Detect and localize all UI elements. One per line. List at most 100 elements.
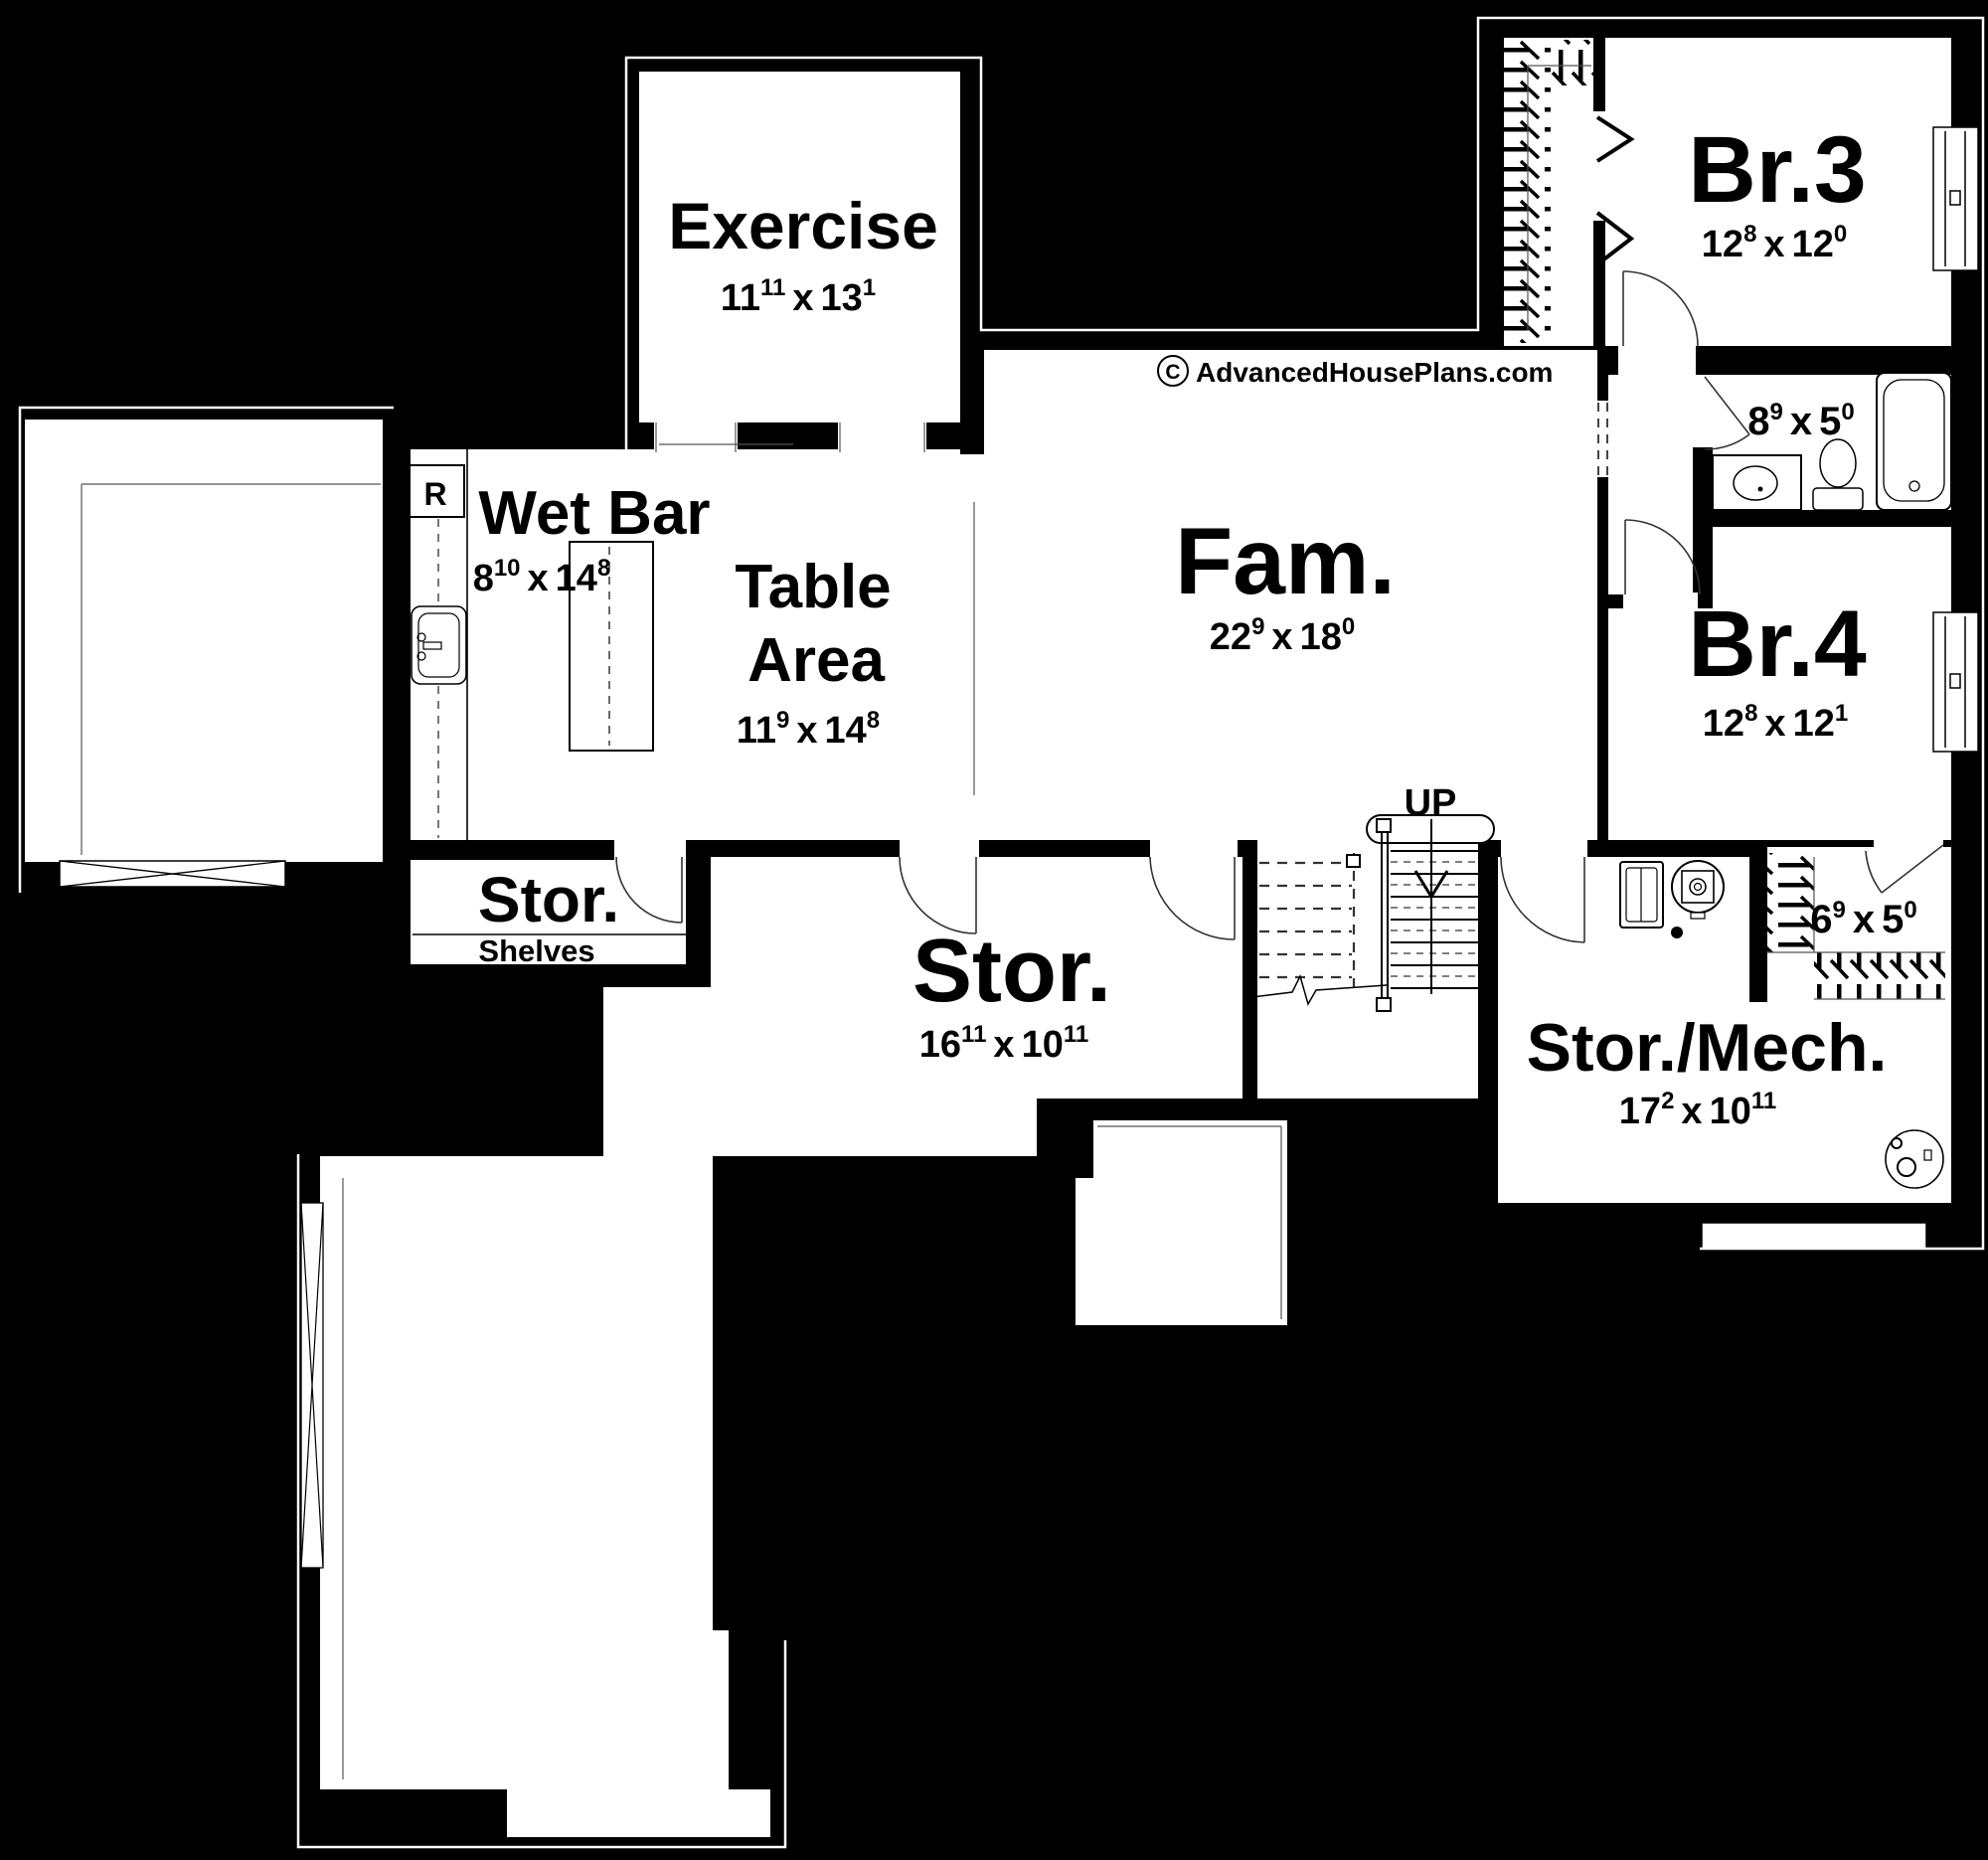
door-br4 [1624,519,1701,595]
bath-tub [1876,372,1952,511]
closet-hangers-br4-south [1814,952,1945,999]
window-br3 [1932,126,1979,271]
watermark-text: AdvancedHousePlans.com [1196,357,1553,388]
bath-vanity [1712,454,1802,511]
opening-br4-door [1623,592,1698,610]
bar-sink [411,605,467,685]
door-stor-shelves [615,856,683,924]
sump-pit [1885,1129,1944,1189]
window-br4 [1932,611,1979,753]
water-heater [1671,860,1725,920]
bath-fixtures [1712,372,1952,511]
outline-left [18,406,394,893]
opening-exercise-1 [654,418,738,457]
wall-stair-east [1478,840,1498,1067]
wall-closet-west [1749,847,1767,1002]
label-fridge: R [423,476,446,512]
label-up: UP [1405,782,1457,824]
room-exercise [639,72,964,423]
closet-hangers-br3-top [1551,40,1593,85]
door-br4-closet [1865,844,1944,894]
closet-line-br3 [1527,65,1591,330]
fridge-box [409,464,465,518]
opening-br4closet-door [1874,838,1943,857]
outline-top [624,16,1985,1251]
bar-island [569,541,654,752]
door-stor-main-2 [1149,856,1236,940]
stor-connector [603,987,713,1158]
label-br4: Br.4 [1688,592,1867,697]
hallway [1608,375,1693,594]
label-stor-mech: Stor./Mech. [1527,1010,1888,1086]
room-unfinished-left [25,420,383,862]
room-stor-mech [1498,857,1951,1203]
furnace [1619,861,1664,929]
bath-toilet [1812,438,1864,511]
room-br4 [1608,527,1951,840]
stair-up-arrow [1413,819,1449,994]
stair-tread-nosings [1391,861,1478,977]
opening-bath-door [1693,375,1713,447]
closet-line-br4 [1767,857,1945,1000]
label-br3: Br.3 [1688,117,1867,223]
opening-stor-door1 [900,840,979,860]
watermark: C AdvancedHousePlans.com [1157,355,1553,388]
outline-lower [296,1154,787,1849]
room-stor-shelves [411,860,686,964]
opening-exercise-2 [838,418,926,457]
stair-break-line [1243,973,1388,1006]
opening-stormech-door [1501,840,1587,857]
opening-br3-closet [1593,111,1605,221]
door-stor-mech [1500,856,1585,943]
stair-treads-hidden [1259,853,1356,994]
window-x-lower [300,1202,324,1569]
window-x-left [59,860,286,888]
closet-hangers-br4-west [1767,853,1814,952]
floor-drain [1671,927,1683,938]
wall-stair-west [1242,840,1257,1099]
room-unfinished-lower [320,1156,770,1837]
label-area: Area [747,626,885,695]
opening-fam-hall [1594,401,1611,477]
copyright-icon [1157,355,1189,387]
copyright-symbol: C [1165,361,1180,384]
door-stor-main-1 [899,856,977,934]
footing-line-left [81,483,381,855]
label-stor-main: Stor. [912,922,1111,1021]
stair-center-rail [1346,818,1392,1012]
stairwell [1257,840,1478,1099]
label-fam: Fam. [1175,509,1396,614]
door-br3-closet-bifold [1595,115,1635,266]
label-exercise: Exercise [668,189,938,262]
staircase [1243,814,1495,1012]
door-br3 [1622,270,1699,347]
label-stor-shelves: Stor. [478,864,619,935]
opening-stor-door2 [1150,840,1238,860]
label-wet-bar: Wet Bar [478,479,710,548]
label-table: Table [735,553,891,621]
stoop [1702,1223,1926,1249]
stair-treads-solid [1391,850,1478,989]
footing-line-well [1097,1125,1282,1319]
opening-br3-door [1618,346,1696,377]
room-br3 [1605,38,1951,346]
mech-fixtures [1619,860,1944,1189]
room-stor-main [711,857,1242,1156]
label-shelves: Shelves [478,933,594,968]
window-well [1076,1120,1287,1325]
opening-jambs [655,423,925,452]
wet-bar-fixtures [409,449,654,840]
opening-shelves-door [614,838,686,861]
